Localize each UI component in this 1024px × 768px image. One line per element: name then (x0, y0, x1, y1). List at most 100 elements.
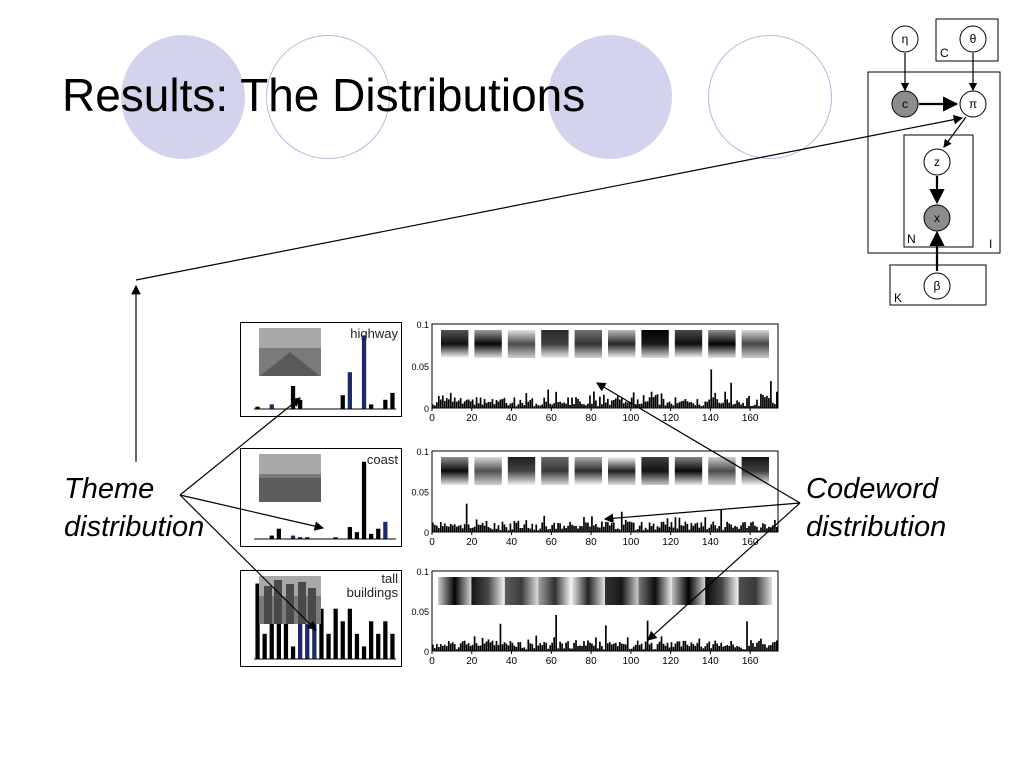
codeword-bar (612, 643, 615, 651)
codeword-bar (521, 527, 524, 532)
node-c (891, 90, 919, 118)
codeword-bar (541, 522, 544, 532)
codeword-bar (626, 637, 629, 651)
codeword-bar (760, 638, 762, 651)
codeword-bar (690, 642, 693, 651)
x-tick-label: 140 (702, 656, 719, 667)
codeword-bar (768, 645, 770, 651)
codeword-bar (606, 522, 609, 532)
theme-bar (269, 404, 274, 409)
codeword-bar (583, 517, 585, 532)
theme-bar (262, 633, 267, 659)
codeword-bar (738, 402, 740, 408)
codeword-bar (573, 525, 575, 532)
codeword-bar (577, 528, 579, 532)
codeword-bar (551, 525, 554, 532)
codeword-bar (539, 643, 542, 651)
codeword-bar (533, 529, 536, 532)
codeword-bar (658, 404, 661, 408)
codeword-bar (483, 643, 486, 651)
codeword-bar (599, 527, 601, 532)
codeword-patch (438, 577, 472, 605)
codeword-bar (748, 645, 750, 651)
codeword-bar (740, 647, 742, 651)
codeword-bar (640, 521, 643, 532)
codeword-bar (537, 530, 540, 532)
codeword-bar (626, 521, 629, 532)
x-tick-label: 100 (623, 537, 640, 548)
codeword-bar (644, 527, 647, 532)
codeword-bar (744, 522, 746, 532)
codeword-bar (597, 406, 599, 408)
x-tick-label: 0 (429, 413, 435, 424)
codeword-bar (614, 398, 617, 408)
theme-name-label: coast (367, 452, 398, 467)
codeword-bar (638, 644, 641, 651)
codeword-bar (682, 525, 685, 532)
codeword-bar (610, 400, 613, 408)
theme-bar (361, 335, 367, 409)
codeword-bar (636, 640, 639, 651)
x-tick-label: 80 (586, 656, 598, 667)
codeword-patch (738, 577, 772, 605)
codeword-bar (569, 648, 571, 651)
codeword-bar (555, 391, 557, 408)
codeword-bar (734, 403, 736, 408)
codeword-bar (521, 647, 524, 651)
codeword-bar (662, 521, 665, 532)
codeword-bar (678, 402, 681, 408)
codeword-bar (762, 523, 764, 532)
codeword-bar (648, 397, 651, 408)
codeword-bar (465, 399, 468, 408)
theme-bar (333, 537, 338, 539)
codeword-bar (509, 403, 512, 408)
node-beta-label: β (934, 279, 941, 293)
codeword-bar (505, 527, 508, 532)
codeword-bar (493, 523, 496, 532)
codeword-bar (764, 644, 766, 651)
theme-bar (312, 608, 317, 659)
codeword-bar (549, 528, 552, 532)
codeword-bar (451, 642, 454, 651)
codeword-patch (538, 577, 572, 605)
y-tick-label: 0.1 (416, 320, 429, 330)
codeword-bar (497, 644, 500, 651)
codeword-bar (459, 524, 462, 532)
codeword-bar (636, 529, 639, 532)
codeword-bar (433, 648, 436, 651)
codeword-patch (474, 457, 502, 485)
codeword-bar (441, 395, 444, 408)
codeword-bar (469, 528, 472, 532)
codeword-bar (732, 404, 734, 408)
codeword-bar (441, 526, 444, 532)
codeword-bar (593, 525, 595, 532)
codeword-bar (658, 641, 661, 651)
codeword-bar (487, 527, 490, 532)
codeword-bar (535, 524, 538, 532)
codeword-bar (720, 403, 723, 408)
codeword-bar (638, 404, 641, 408)
x-tick-label: 120 (662, 537, 679, 548)
codeword-bar (477, 645, 480, 651)
theme-bar (347, 526, 352, 539)
theme-bar (269, 608, 274, 659)
codeword-bar (722, 402, 725, 408)
codeword-bar (632, 522, 635, 532)
codeword-bar (603, 649, 605, 651)
codeword-bar (537, 405, 540, 408)
codeword-bar (489, 528, 492, 532)
codeword-patch (571, 577, 605, 605)
codeword-bar (758, 530, 760, 532)
codeword-bar (459, 643, 462, 651)
codeword-bar (575, 640, 577, 651)
codeword-patch (441, 330, 469, 358)
theme-bar (369, 404, 374, 409)
codeword-bar (758, 640, 760, 651)
codeword-bar (680, 525, 683, 532)
codeword-bar (563, 402, 565, 408)
codeword-bar (718, 402, 721, 408)
codeword-bar (543, 515, 546, 532)
codeword-bar (614, 642, 617, 651)
codeword-bar (463, 640, 466, 651)
codeword-bar (471, 644, 474, 651)
